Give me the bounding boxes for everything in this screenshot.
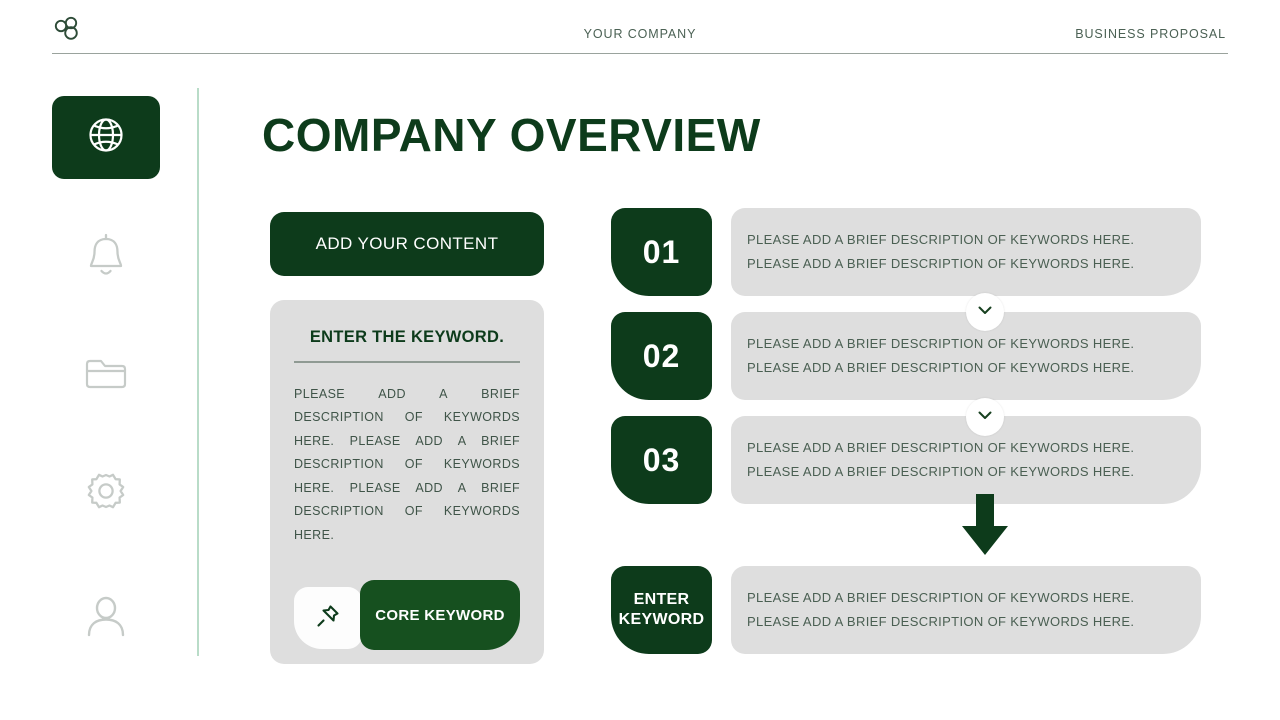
step-description-line: PLEASE ADD A BRIEF DESCRIPTION OF KEYWOR… bbox=[747, 336, 1135, 351]
step-connector-2[interactable] bbox=[966, 398, 1004, 436]
step-row: 03 PLEASE ADD A BRIEF DESCRIPTION OF KEY… bbox=[611, 416, 1201, 504]
page-title: COMPANY OVERVIEW bbox=[262, 109, 761, 161]
step-description-line: PLEASE ADD A BRIEF DESCRIPTION OF KEYWOR… bbox=[747, 232, 1135, 247]
keyword-card-title: ENTER THE KEYWORD. bbox=[309, 328, 505, 346]
step-badge[interactable]: 01 bbox=[611, 208, 712, 296]
step-connector-3 bbox=[951, 492, 1019, 562]
step-description: PLEASE ADD A BRIEF DESCRIPTION OF KEYWOR… bbox=[731, 566, 1201, 654]
step-connector-1[interactable] bbox=[966, 293, 1004, 331]
user-icon bbox=[81, 591, 131, 646]
add-your-content-button[interactable]: ADD YOUR CONTENT bbox=[270, 212, 544, 276]
sidebar-item-globe[interactable] bbox=[52, 96, 160, 179]
steps-list: 01 PLEASE ADD A BRIEF DESCRIPTION OF KEY… bbox=[611, 208, 1201, 654]
chevron-down-icon bbox=[975, 300, 995, 325]
pushpin-icon bbox=[312, 600, 344, 637]
keyword-card-footer: CORE KEYWORD bbox=[294, 580, 520, 650]
sidebar-item-profile[interactable] bbox=[78, 590, 134, 646]
keyword-card: ENTER THE KEYWORD. PLEASE ADD A BRIEF DE… bbox=[270, 300, 544, 664]
document-type-label: BUSINESS PROPOSAL bbox=[1075, 27, 1226, 41]
top-header-bar: YOUR COMPANY BUSINESS PROPOSAL bbox=[52, 14, 1228, 54]
step-description-line: PLEASE ADD A BRIEF DESCRIPTION OF KEYWOR… bbox=[747, 440, 1135, 455]
step-row: ENTER KEYWORD PLEASE ADD A BRIEF DESCRIP… bbox=[611, 566, 1201, 654]
folder-icon bbox=[82, 353, 130, 400]
left-panel: ADD YOUR CONTENT ENTER THE KEYWORD. PLEA… bbox=[270, 212, 544, 664]
step-description: PLEASE ADD A BRIEF DESCRIPTION OF KEYWOR… bbox=[731, 208, 1201, 296]
step-description-line: PLEASE ADD A BRIEF DESCRIPTION OF KEYWOR… bbox=[747, 614, 1135, 629]
keyword-card-rule bbox=[294, 361, 520, 363]
vertical-divider bbox=[197, 88, 199, 656]
sidebar-item-notifications[interactable] bbox=[78, 230, 134, 286]
step-badge[interactable]: 02 bbox=[611, 312, 712, 400]
arrow-down-icon bbox=[955, 492, 1015, 563]
step-badge[interactable]: ENTER KEYWORD bbox=[611, 566, 712, 654]
step-description-line: PLEASE ADD A BRIEF DESCRIPTION OF KEYWOR… bbox=[747, 360, 1135, 375]
step-description-line: PLEASE ADD A BRIEF DESCRIPTION OF KEYWOR… bbox=[747, 590, 1135, 605]
globe-icon bbox=[83, 112, 129, 163]
step-row: 01 PLEASE ADD A BRIEF DESCRIPTION OF KEY… bbox=[611, 208, 1201, 296]
sidebar-item-files[interactable] bbox=[78, 348, 134, 404]
step-spacer bbox=[611, 400, 1201, 416]
keyword-card-body: PLEASE ADD A BRIEF DESCRIPTION OF KEYWOR… bbox=[294, 386, 520, 542]
pin-chip[interactable] bbox=[294, 587, 362, 649]
step-description: PLEASE ADD A BRIEF DESCRIPTION OF KEYWOR… bbox=[731, 312, 1201, 400]
step-description: PLEASE ADD A BRIEF DESCRIPTION OF KEYWOR… bbox=[731, 416, 1201, 504]
bell-icon bbox=[84, 232, 128, 285]
step-description-line: PLEASE ADD A BRIEF DESCRIPTION OF KEYWOR… bbox=[747, 256, 1135, 271]
step-spacer bbox=[611, 296, 1201, 312]
step-row: 02 PLEASE ADD A BRIEF DESCRIPTION OF KEY… bbox=[611, 312, 1201, 400]
step-spacer bbox=[611, 504, 1201, 566]
chevron-down-icon bbox=[975, 405, 995, 430]
three-circles-logo-icon bbox=[52, 16, 82, 44]
step-description-line: PLEASE ADD A BRIEF DESCRIPTION OF KEYWOR… bbox=[747, 464, 1135, 479]
core-keyword-button[interactable]: CORE KEYWORD bbox=[360, 580, 520, 650]
sidebar-item-settings[interactable] bbox=[78, 466, 134, 522]
step-badge[interactable]: 03 bbox=[611, 416, 712, 504]
company-name: YOUR COMPANY bbox=[583, 27, 697, 41]
sidebar-nav bbox=[52, 96, 162, 656]
gear-icon bbox=[82, 468, 130, 521]
